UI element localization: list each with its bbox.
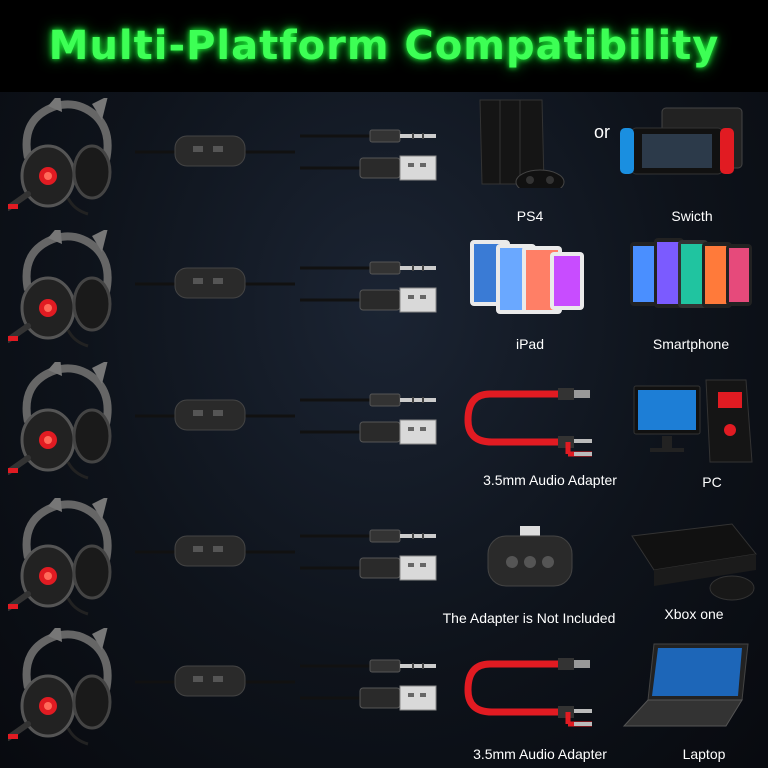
row-ps4-switch: or PS4 Swicth: [0, 98, 768, 224]
laptop-label: Laptop: [682, 746, 726, 762]
inline-controller-image: [135, 524, 295, 574]
pc-image: [622, 376, 762, 466]
plugs-image: [300, 238, 440, 328]
headset-image: [8, 628, 120, 746]
pc-label: PC: [702, 474, 722, 490]
ps4-label: PS4: [516, 208, 544, 224]
row-ipad-smartphone: iPad Smartphone: [0, 230, 768, 356]
xbox-one-label: Xbox one: [664, 606, 724, 622]
xbox-one-image: [622, 516, 762, 606]
smartphone-image: [618, 230, 758, 320]
headset-image: [8, 362, 120, 480]
row-adapter-xbox: The Adapter is Not Included Xbox one: [0, 498, 768, 626]
xbox-stereo-adapter-image: [460, 522, 600, 612]
or-text: or: [594, 122, 611, 142]
page-title: Multi-Platform Compatibility: [48, 23, 720, 69]
title-banner: Multi-Platform Compatibility: [0, 0, 768, 92]
plugs-image: [300, 636, 440, 726]
row-adapter-laptop: 3.5mm Audio Adapter Laptop: [0, 628, 768, 762]
headset-image: [8, 98, 120, 216]
row-adapter-pc: 3.5mm Audio Adapter PC: [0, 362, 768, 490]
audio-adapter-cable-image: [458, 650, 598, 740]
inline-controller-image: [135, 388, 295, 438]
inline-controller-image: [135, 124, 295, 174]
ps4-image: [452, 98, 592, 188]
inline-controller-image: [135, 654, 295, 704]
headset-image: [8, 498, 120, 616]
plugs-image: [300, 370, 440, 460]
headset-image: [8, 230, 120, 348]
adapter-not-included-label: The Adapter is Not Included: [442, 610, 616, 626]
ipad-image: [460, 230, 600, 320]
inline-controller-image: [135, 256, 295, 306]
plugs-image: [300, 106, 440, 196]
plugs-image: [300, 506, 440, 596]
audio-adapter-label: 3.5mm Audio Adapter: [483, 472, 617, 488]
ipad-label: iPad: [515, 336, 545, 352]
switch-label: Swicth: [671, 208, 713, 224]
audio-adapter-cable-image: [458, 380, 598, 470]
laptop-image: [616, 640, 756, 730]
audio-adapter-label: 3.5mm Audio Adapter: [473, 746, 607, 762]
switch-image: [612, 98, 752, 188]
smartphone-label: Smartphone: [652, 336, 730, 352]
